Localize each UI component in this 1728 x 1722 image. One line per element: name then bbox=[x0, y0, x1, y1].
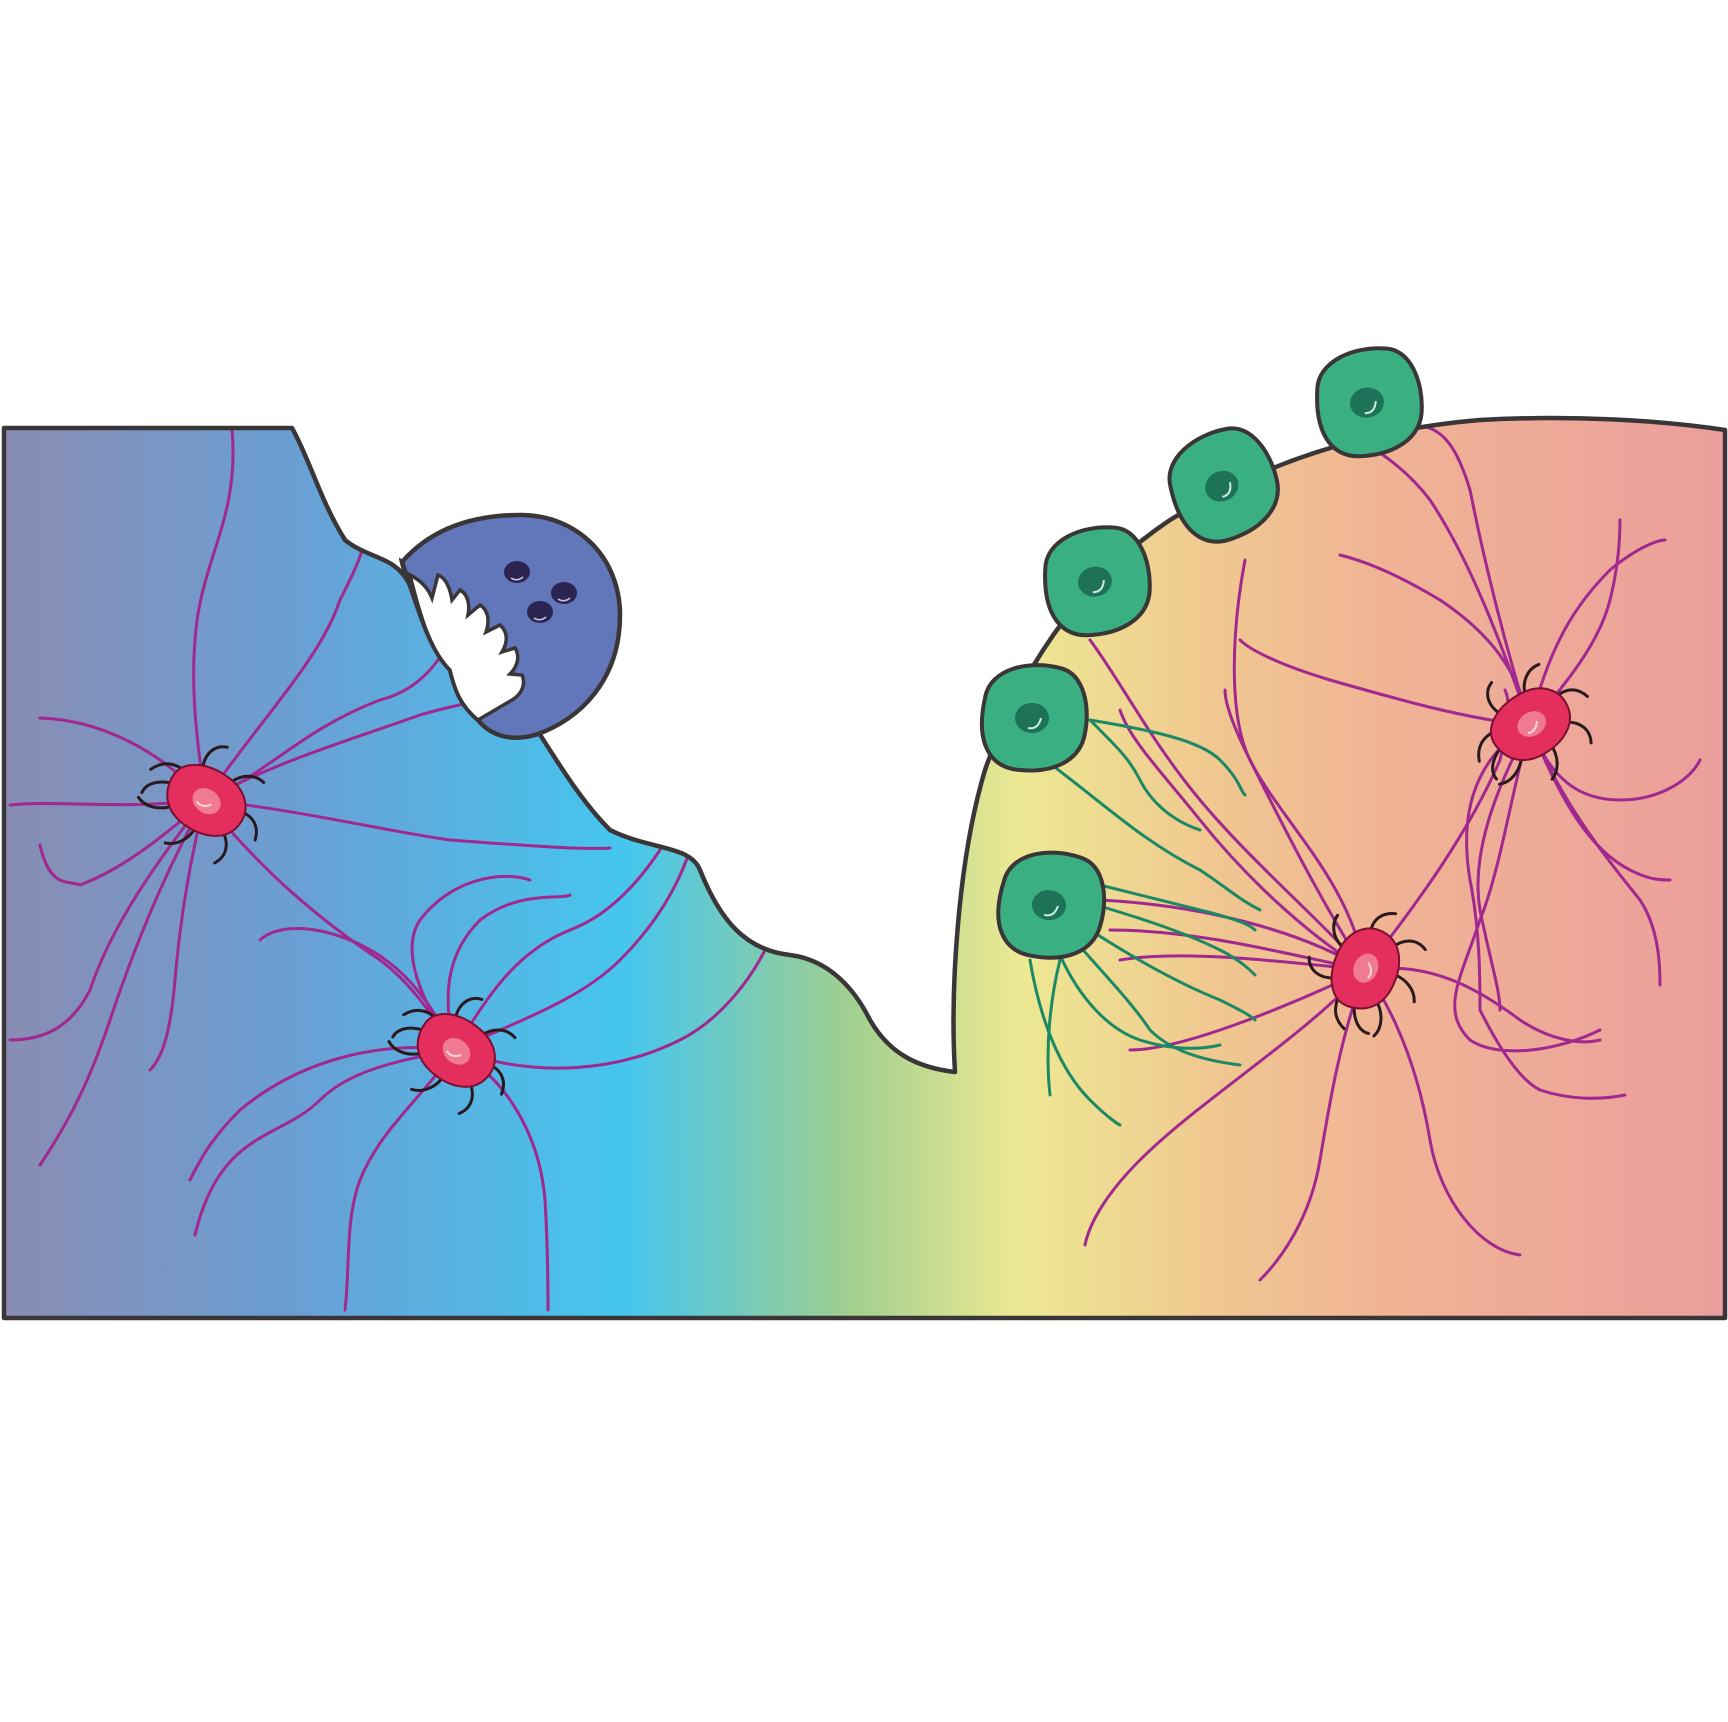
osteoblast-process bbox=[1028, 958, 1122, 1127]
osteoblast-process bbox=[1073, 918, 1257, 1022]
osteoblast-nucleus bbox=[1205, 470, 1239, 502]
canaliculus-fiber bbox=[203, 798, 612, 850]
canaliculus-fiber bbox=[8, 798, 207, 1042]
osteoblast-cell-3 bbox=[996, 850, 1107, 960]
nucleus-highlight bbox=[195, 800, 212, 807]
osteoblast-cell-2 bbox=[979, 663, 1089, 773]
canaliculus-fiber bbox=[1232, 558, 1367, 972]
osteoblast-cell-5 bbox=[1315, 346, 1424, 459]
osteocyte-cell-2 bbox=[387, 997, 517, 1116]
osteoblast-process bbox=[1046, 958, 1062, 1097]
canaliculus-fiber bbox=[1528, 538, 1667, 727]
nucleus-highlight bbox=[510, 576, 524, 581]
osteoclast-ruffled-border bbox=[407, 571, 526, 723]
osteoblast-process bbox=[1078, 898, 1257, 977]
osteoclast-nuclei bbox=[504, 561, 577, 623]
canaliculus-fiber bbox=[410, 874, 532, 1052]
osteoblast-cell-4 bbox=[1167, 426, 1280, 544]
canaliculus-fiber bbox=[1528, 723, 1702, 802]
canaliculus-fiber bbox=[193, 1048, 457, 1237]
osteoblast-process bbox=[1068, 933, 1242, 1067]
canaliculus-fiber bbox=[188, 1046, 457, 1182]
canaliculus-fiber bbox=[453, 948, 767, 1070]
nucleus-highlight bbox=[445, 1050, 462, 1058]
canaliculus-fiber bbox=[1465, 723, 1532, 1012]
osteoblast-process bbox=[1078, 878, 1257, 932]
osteoclast-nucleus bbox=[551, 582, 577, 604]
canaliculus-fiber bbox=[1223, 688, 1367, 972]
canaliculus-fiber bbox=[446, 893, 572, 1052]
canaliculus-fiber bbox=[1338, 553, 1532, 727]
osteocyte-cell-1 bbox=[136, 745, 266, 865]
canaliculus-fiber bbox=[1258, 968, 1367, 1282]
canaliculus-fiber bbox=[1118, 708, 1367, 972]
canaliculus-fiber bbox=[38, 798, 207, 887]
osteocyte-group bbox=[136, 662, 1593, 1116]
canaliculus-fiber bbox=[258, 926, 457, 1052]
osteocyte-cell-4 bbox=[1477, 662, 1593, 786]
canaliculus-fiber bbox=[1478, 1008, 1627, 1100]
osteoclast-cell bbox=[399, 512, 623, 740]
canaliculus-fiber bbox=[38, 798, 207, 1167]
osteoblast-nucleus bbox=[1350, 387, 1384, 418]
nucleus-highlight bbox=[1364, 400, 1377, 415]
canaliculus-fiber bbox=[1088, 638, 1367, 972]
osteoclast-nucleus bbox=[504, 561, 530, 583]
nucleus-highlight bbox=[1043, 905, 1059, 917]
canaliculus-fiber bbox=[453, 848, 692, 1052]
nucleus-highlight bbox=[1527, 720, 1538, 735]
osteoblast-layer bbox=[979, 346, 1424, 960]
osteocyte-nucleus bbox=[192, 788, 221, 815]
osteocyte-nucleus bbox=[1517, 711, 1547, 737]
nucleus-highlight bbox=[533, 616, 547, 621]
osteoblast-cell-1 bbox=[1043, 525, 1152, 638]
osteoblast-process bbox=[1088, 718, 1247, 797]
nucleus-highlight bbox=[1222, 482, 1232, 498]
canaliculus-fiber bbox=[1418, 423, 1532, 727]
canaliculus-fiber bbox=[1528, 723, 1672, 882]
osteoblast-nucleus bbox=[1015, 703, 1049, 733]
osteocyte-nucleus bbox=[1353, 953, 1379, 983]
canaliculus-fiber bbox=[1528, 518, 1622, 727]
osteoblast-nucleus bbox=[1032, 890, 1066, 921]
nucleus-highlight bbox=[1367, 962, 1373, 979]
canaliculus-fiber bbox=[1363, 968, 1522, 1257]
canaliculus-fiber bbox=[148, 798, 207, 1072]
canaliculus-fiber bbox=[1118, 954, 1367, 972]
osteoclast-nucleus bbox=[527, 601, 553, 623]
canaliculus-fiber bbox=[453, 1048, 550, 1312]
canaliculus-fiber bbox=[453, 848, 662, 1052]
nucleus-highlight bbox=[1027, 717, 1042, 730]
osteoblast-process bbox=[1088, 718, 1202, 832]
canaliculus-fiber bbox=[192, 428, 235, 802]
canaliculus-fiber bbox=[1453, 723, 1602, 1053]
osteocyte-cell-3 bbox=[1307, 911, 1427, 1038]
canaliculi-network bbox=[8, 423, 1702, 1312]
osteoblast-nucleus bbox=[1078, 566, 1112, 597]
osteoblast-process bbox=[1043, 758, 1262, 912]
osteoblast-process bbox=[1058, 953, 1222, 1050]
osteocyte-nucleus bbox=[442, 1037, 471, 1065]
canaliculus-fiber bbox=[1476, 723, 1532, 1012]
canaliculus-fiber bbox=[1238, 638, 1532, 727]
nucleus-highlight bbox=[1092, 579, 1105, 594]
canaliculus-fiber bbox=[1083, 968, 1367, 1247]
nucleus-highlight bbox=[557, 597, 571, 602]
